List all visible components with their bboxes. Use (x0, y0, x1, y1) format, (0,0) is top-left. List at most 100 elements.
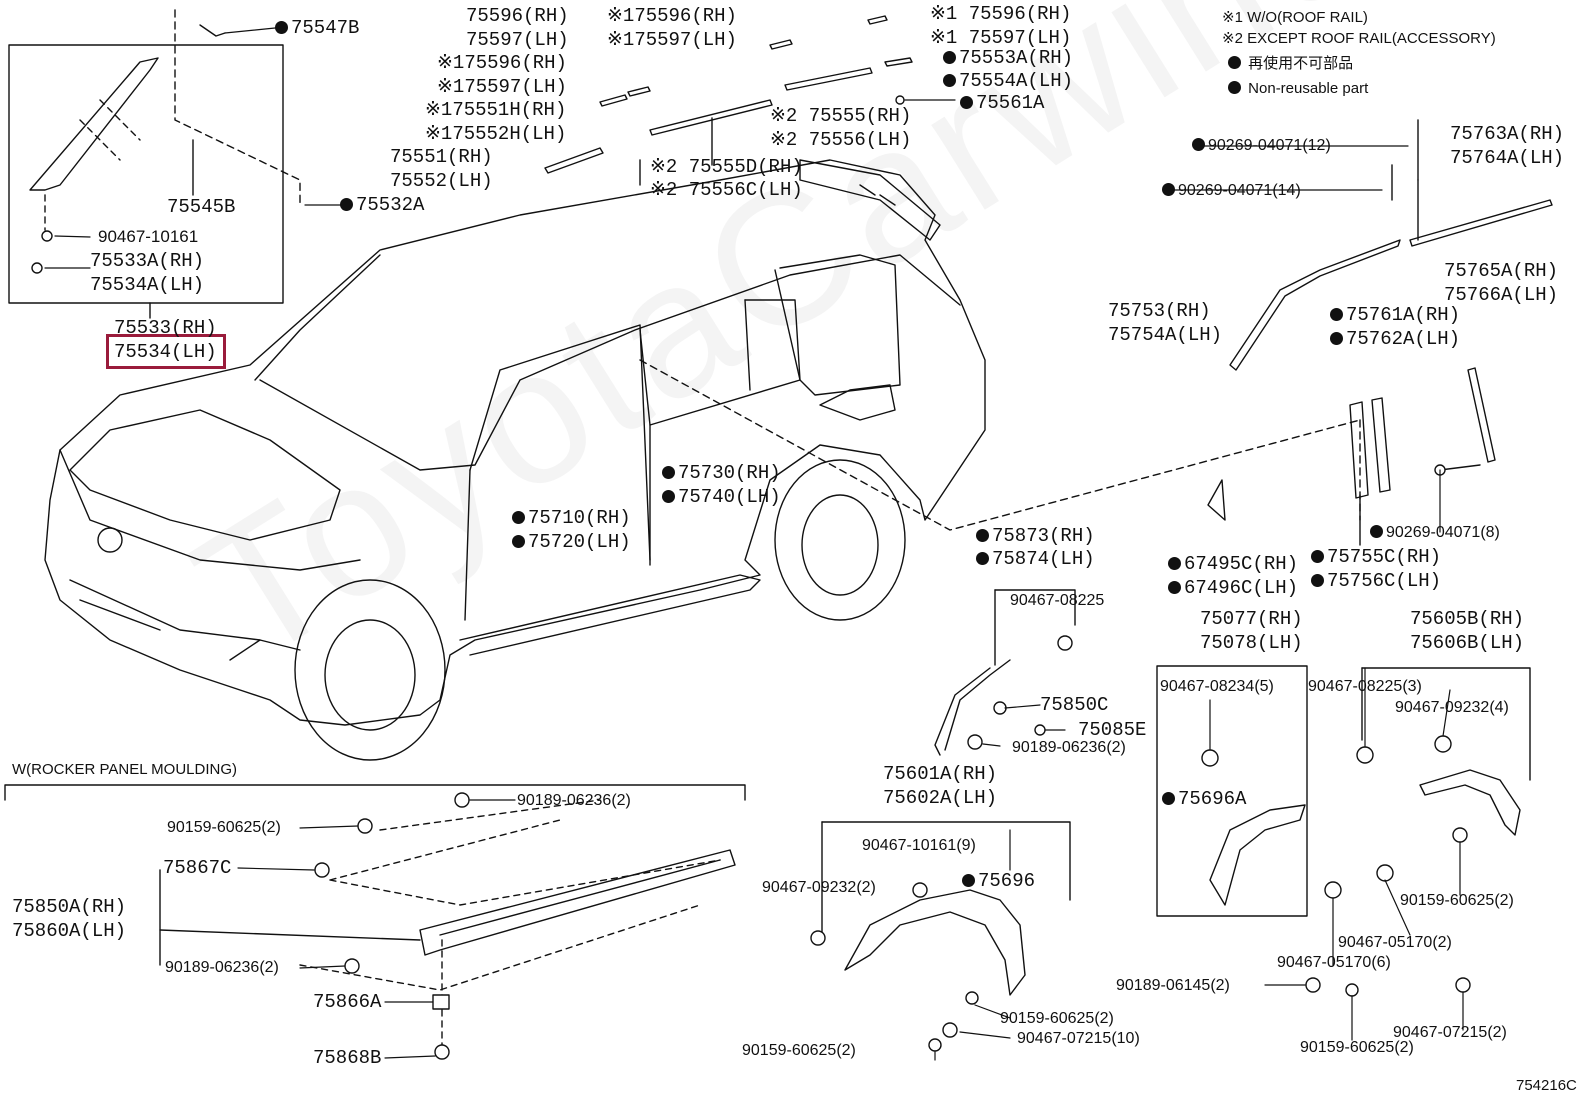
part-label[interactable]: 90269-04071(14) (1162, 183, 1301, 199)
part-label[interactable]: 75766A(LH) (1444, 284, 1559, 306)
part-label[interactable]: 75534A(LH) (90, 274, 205, 296)
part-label[interactable]: 67495C(RH) (1168, 555, 1298, 574)
part-label[interactable]: 75553A(RH) (943, 49, 1073, 68)
part-label[interactable]: ※175596(RH) (607, 5, 737, 27)
non-reusable-dot-icon (960, 96, 973, 109)
part-label[interactable]: 75754A(LH) (1108, 324, 1223, 346)
part-label[interactable]: ※175551H(RH) (425, 99, 567, 121)
part-label[interactable]: 90159-60625(2) (1300, 1039, 1414, 1056)
part-label[interactable]: 75077(RH) (1200, 608, 1303, 630)
part-label[interactable]: 75860A(LH) (12, 920, 127, 942)
part-label[interactable]: 90159-60625(2) (1000, 1010, 1114, 1027)
part-label[interactable]: 75868B (313, 1047, 382, 1069)
legend-non-reusable-jp: 再使用不可部品 (1228, 56, 1353, 71)
part-label[interactable]: ※175597(LH) (607, 29, 737, 51)
part-label[interactable]: 75605B(RH) (1410, 608, 1525, 630)
part-label[interactable]: 75753(RH) (1108, 300, 1211, 322)
part-label[interactable]: 75078(LH) (1200, 632, 1303, 654)
non-reusable-dot-icon (275, 21, 288, 34)
part-label[interactable]: 90467-09232(4) (1395, 699, 1509, 716)
part-label[interactable]: 90467-10161(9) (862, 837, 976, 854)
part-label[interactable]: 75533(RH) (114, 317, 217, 339)
part-label[interactable]: 75850C (1040, 694, 1109, 716)
non-reusable-dot-icon (1330, 332, 1343, 345)
part-label[interactable]: 90467-07215(10) (1017, 1030, 1140, 1047)
part-label[interactable]: 90467-05170(2) (1338, 934, 1452, 951)
part-label[interactable]: 75606B(LH) (1410, 632, 1525, 654)
part-label[interactable]: 75596(RH) (466, 5, 569, 27)
part-label[interactable]: 67496C(LH) (1168, 579, 1298, 598)
a-pillar-garnish (29, 57, 159, 191)
part-label[interactable]: 75601A(RH) (883, 763, 998, 785)
part-label[interactable]: 75085E (1078, 719, 1147, 741)
non-reusable-dot-icon (1311, 550, 1324, 563)
part-label[interactable]: 90467-08234(5) (1160, 678, 1274, 695)
rocker-section-bracket (4, 784, 746, 801)
part-label[interactable]: 75866A (313, 991, 382, 1013)
part-label[interactable]: 75761A(RH) (1330, 306, 1460, 325)
part-label[interactable]: 75554A(LH) (943, 72, 1073, 91)
part-label[interactable]: 75730(RH) (662, 464, 781, 483)
part-label[interactable]: 90189-06145(2) (1116, 977, 1230, 994)
part-label[interactable]: ※2 75556(LH) (770, 129, 912, 151)
non-reusable-dot-icon (1370, 525, 1383, 538)
part-label[interactable]: ※1 75596(RH) (930, 3, 1072, 25)
part-label[interactable]: 90189-06236(2) (165, 959, 279, 976)
part-label[interactable]: 75763A(RH) (1450, 123, 1565, 145)
legend-note1: ※1 W/O(ROOF RAIL) (1222, 9, 1368, 26)
non-reusable-dot-icon (512, 511, 525, 524)
non-reusable-dot-icon (662, 466, 675, 479)
part-label[interactable]: 90467-08225 (1010, 592, 1105, 609)
part-label[interactable]: 90269-04071(12) (1192, 138, 1331, 154)
part-label[interactable]: 75867C (163, 857, 232, 879)
part-label[interactable]: ※2 75555D(RH) (650, 156, 803, 178)
part-label[interactable]: ※175552H(LH) (425, 123, 567, 145)
part-label[interactable]: 90159-60625(2) (167, 819, 281, 836)
part-label[interactable]: 90467-08225(3) (1308, 678, 1422, 695)
part-label[interactable]: 75552(LH) (390, 170, 493, 192)
non-reusable-dot-icon (976, 552, 989, 565)
part-label[interactable]: 75762A(LH) (1330, 330, 1460, 349)
part-label[interactable]: 75533A(RH) (90, 250, 205, 272)
part-label[interactable]: ※2 75555(RH) (770, 105, 912, 127)
non-reusable-dot-icon (1228, 81, 1241, 94)
part-label[interactable]: 75597(LH) (466, 29, 569, 51)
part-label[interactable]: 75740(LH) (662, 488, 781, 507)
part-label[interactable]: 90467-07215(2) (1393, 1024, 1507, 1041)
part-label[interactable]: 90467-09232(2) (762, 879, 876, 896)
part-label[interactable]: 90467-10161 (98, 227, 199, 246)
part-label[interactable]: 90467-05170(6) (1277, 954, 1391, 971)
part-label[interactable]: 75720(LH) (512, 533, 631, 552)
non-reusable-dot-icon (1192, 138, 1205, 151)
part-label[interactable]: 75547B (275, 19, 359, 38)
part-label[interactable]: 75756C(LH) (1311, 572, 1441, 591)
part-label[interactable]: 75561A (960, 94, 1044, 113)
part-label[interactable]: 75765A(RH) (1444, 260, 1559, 282)
part-label[interactable]: 75755C(RH) (1311, 548, 1441, 567)
inset-box-rear (1156, 665, 1308, 917)
part-label[interactable]: 75873(RH) (976, 527, 1095, 546)
part-label[interactable]: 75696 (962, 872, 1035, 891)
part-label[interactable]: 75545B (167, 196, 236, 218)
part-label[interactable]: ※175597(LH) (437, 76, 567, 98)
part-label[interactable]: 75696A (1162, 790, 1246, 809)
part-label[interactable]: ※2 75556C(LH) (650, 179, 803, 201)
part-label[interactable]: 75850A(RH) (12, 896, 127, 918)
part-label[interactable]: 75764A(LH) (1450, 147, 1565, 169)
part-label[interactable]: 90269-04071(8) (1370, 525, 1500, 541)
non-reusable-dot-icon (1228, 56, 1241, 69)
part-label[interactable]: ※175596(RH) (437, 52, 567, 74)
part-label-selected[interactable]: 75534(LH) (114, 341, 217, 363)
part-label[interactable]: 75551(RH) (390, 146, 493, 168)
part-label[interactable]: ※1 75597(LH) (930, 27, 1072, 49)
part-label[interactable]: 90189-06236(2) (517, 792, 631, 809)
non-reusable-dot-icon (976, 529, 989, 542)
part-label[interactable]: 75874(LH) (976, 550, 1095, 569)
part-label[interactable]: 75602A(LH) (883, 787, 998, 809)
part-label[interactable]: 75710(RH) (512, 509, 631, 528)
non-reusable-dot-icon (1168, 581, 1181, 594)
part-label[interactable]: 90159-60625(2) (742, 1042, 856, 1059)
part-label[interactable]: 75532A (340, 196, 424, 215)
part-label[interactable]: 90159-60625(2) (1400, 892, 1514, 909)
part-label[interactable]: 90189-06236(2) (1012, 739, 1126, 756)
